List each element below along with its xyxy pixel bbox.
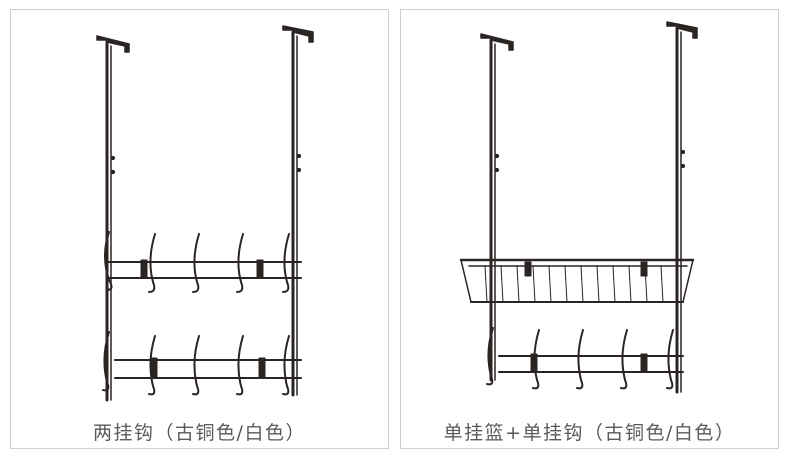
product-caption: 单挂篮+单挂钩（古铜色/白色） [443, 422, 736, 444]
product-image-two-hook-rack [96, 25, 314, 402]
product-card-basket-and-hooks[interactable]: 单挂篮+单挂钩（古铜色/白色） [400, 9, 779, 449]
product-caption: 两挂钩（古铜色/白色） [93, 422, 306, 444]
product-card-two-hooks[interactable]: 两挂钩（古铜色/白色） [10, 9, 389, 449]
product-image-basket-hook-rack [459, 21, 698, 394]
